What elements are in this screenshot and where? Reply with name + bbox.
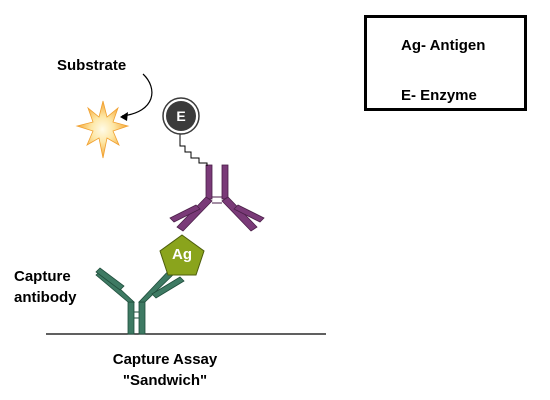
- substrate-label: Substrate: [57, 57, 126, 74]
- enzyme-linker: [179, 134, 208, 166]
- caption-line2: "Sandwich": [123, 372, 207, 389]
- enzyme-icon: [162, 97, 200, 135]
- substrate-arrowhead: [120, 112, 128, 121]
- capture-antibody-label-line1: Capture: [14, 268, 71, 285]
- substrate-starburst-icon: [75, 100, 130, 159]
- capture-antibody: [95, 265, 185, 335]
- capture-antibody-label-line2: antibody: [14, 289, 77, 306]
- detection-antibody: [169, 164, 265, 232]
- antigen-shape: [159, 234, 205, 276]
- substrate-arrow: [121, 73, 153, 117]
- legend-box: Ag- Antigen E- Enzyme: [364, 15, 527, 111]
- legend-antigen: Ag- Antigen: [401, 37, 486, 54]
- caption-line1: Capture Assay: [113, 351, 218, 368]
- antigen-label: Ag: [172, 246, 192, 263]
- legend-enzyme: E- Enzyme: [401, 87, 477, 104]
- enzyme-label: E: [176, 108, 185, 124]
